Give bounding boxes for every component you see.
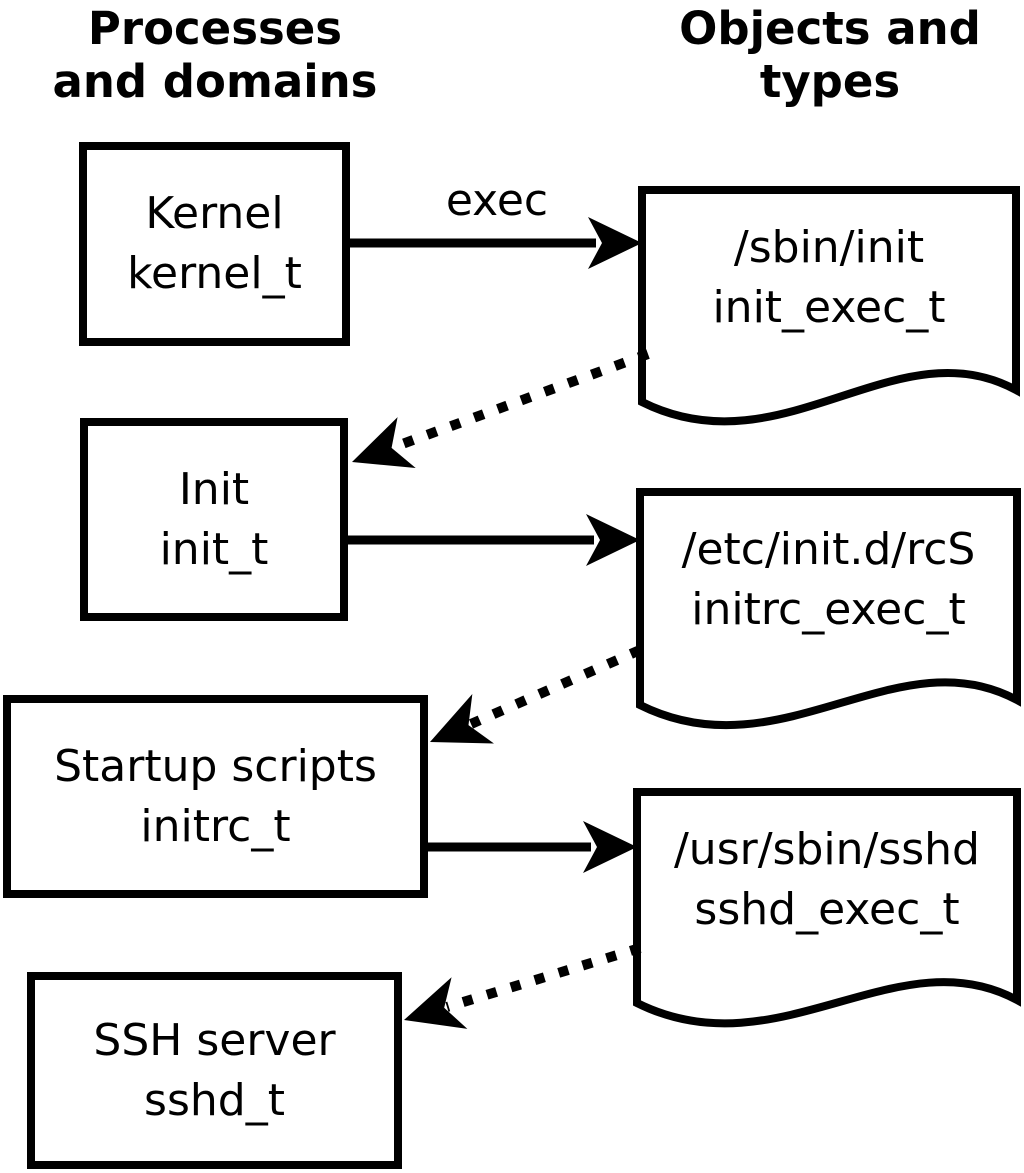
transition-arrow-rcs-to-initrc: [430, 645, 643, 744]
transition-arrow-sbininit-to-init: [352, 349, 650, 468]
process-name: SSH server: [93, 1014, 336, 1066]
object-path: /sbin/init: [733, 221, 925, 273]
object-path: /etc/init.d/rcS: [681, 523, 976, 575]
process-name: Init: [178, 463, 250, 515]
process-label-ssh-server: SSH server sshd_t: [27, 972, 402, 1169]
object-type: initrc_exec_t: [691, 583, 966, 635]
object-label-etc-initd-rcs: /etc/init.d/rcS initrc_exec_t: [640, 492, 1017, 667]
object-label-usr-sbin-sshd: /usr/sbin/sshd sshd_exec_t: [637, 792, 1017, 967]
left-column-header: Processes and domains: [52, 2, 378, 108]
process-box-startup-scripts: [3, 695, 428, 898]
transition-arrow-sshdexec-to-sshd: [404, 943, 642, 1029]
process-domain: init_t: [159, 523, 269, 575]
exec-arrow-init-to-rcs: [348, 514, 640, 566]
process-domain: initrc_t: [140, 800, 291, 852]
process-name: Kernel: [145, 188, 284, 239]
object-type: sshd_exec_t: [694, 883, 960, 935]
process-domain: kernel_t: [127, 248, 302, 299]
process-label-init: Init init_t: [80, 418, 348, 621]
right-column-header: Objects and types: [679, 2, 981, 108]
exec-arrow-label: exec: [445, 175, 549, 226]
object-path: /usr/sbin/sshd: [673, 823, 980, 875]
process-label-startup-scripts: Startup scripts initrc_t: [3, 695, 428, 898]
object-type: init_exec_t: [712, 281, 946, 333]
process-name: Startup scripts: [54, 740, 377, 792]
object-label-sbin-init: /sbin/init init_exec_t: [642, 190, 1016, 365]
process-label-kernel: Kernel kernel_t: [79, 142, 350, 346]
process-box-ssh-server: [27, 972, 402, 1169]
process-box-init: [80, 418, 348, 621]
process-domain: sshd_t: [144, 1074, 285, 1126]
process-box-kernel: [79, 142, 350, 346]
exec-arrow-initrc-to-sshd: [427, 821, 637, 873]
